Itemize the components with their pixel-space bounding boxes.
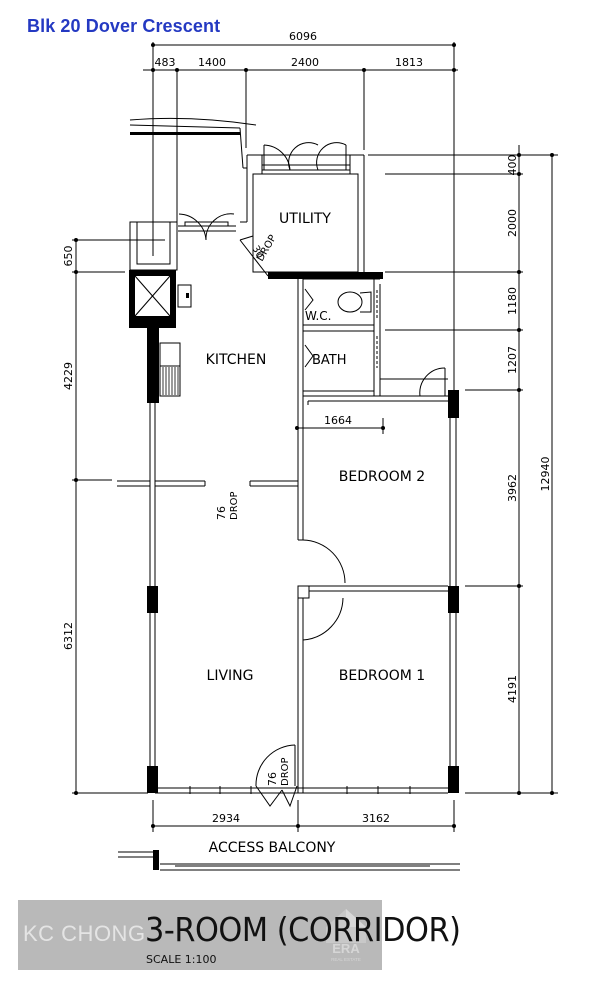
- room-label-utility: UTILITY: [279, 211, 331, 227]
- dim-right-total: 12940: [539, 457, 552, 492]
- watermark-banner: [18, 900, 382, 970]
- plan-type-title: 3-ROOM (CORRIDOR): [145, 910, 461, 949]
- watermark-agent-name: KC CHONG: [23, 921, 146, 946]
- dim-right-2: 2000: [506, 209, 519, 237]
- dim-right-6: 4191: [506, 675, 519, 703]
- dim-right-4: 1207: [506, 346, 519, 374]
- kitchen-drop-label: DROP: [229, 491, 240, 520]
- block-title: Blk 20 Dover Crescent: [27, 16, 221, 36]
- dim-top-total: 6096: [289, 30, 317, 43]
- entrance-drop-value: 76: [266, 772, 279, 786]
- room-label-bath: BATH: [312, 353, 347, 368]
- room-label-wc: W.C.: [305, 309, 332, 323]
- dim-right-1: 400: [506, 155, 519, 176]
- dim-top-3: 2400: [291, 56, 319, 69]
- dim-left-2: 4229: [62, 362, 75, 390]
- era-logo-icon: ERA REAL ESTATE: [326, 909, 366, 962]
- room-label-living: LIVING: [207, 668, 254, 684]
- dim-top-2: 1400: [198, 56, 226, 69]
- svg-text:REAL ESTATE: REAL ESTATE: [331, 957, 361, 962]
- dim-top-4: 1813: [395, 56, 423, 69]
- room-label-kitchen: KITCHEN: [206, 352, 267, 368]
- svg-text:ERA: ERA: [332, 941, 360, 956]
- dim-left-1: 650: [62, 246, 75, 267]
- dim-bottom-2: 3162: [362, 812, 390, 825]
- dim-right-3: 1180: [506, 287, 519, 315]
- scale-label: SCALE 1:100: [146, 953, 217, 966]
- dim-bottom-1: 2934: [212, 812, 240, 825]
- dim-bedroom2-width: 1664: [324, 414, 352, 427]
- room-label-bedroom-2: BEDROOM 2: [339, 469, 425, 485]
- kitchen-drop-value: 76: [215, 506, 228, 520]
- dim-right-5: 3962: [506, 474, 519, 502]
- dim-top-1: 483: [155, 56, 176, 69]
- room-label-access-balcony: ACCESS BALCONY: [209, 840, 336, 856]
- room-label-bedroom-1: BEDROOM 1: [339, 668, 425, 684]
- dim-left-3: 6312: [62, 622, 75, 650]
- entrance-drop-label: DROP: [280, 757, 291, 786]
